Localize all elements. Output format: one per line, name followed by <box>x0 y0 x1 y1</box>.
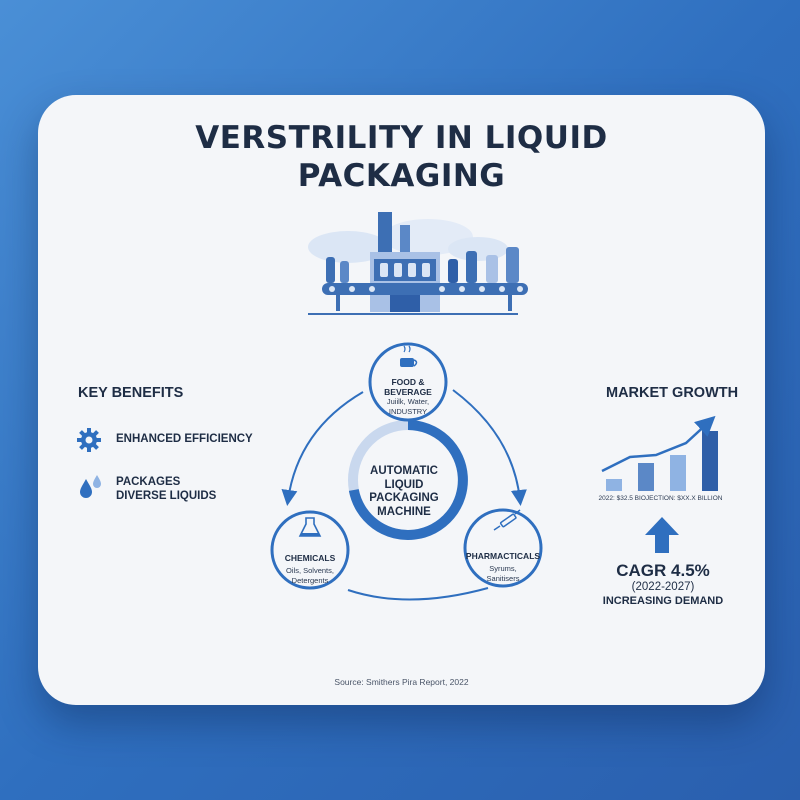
droplets-icon <box>80 475 101 498</box>
infographic-card: VERSTRILITY IN LIQUID PACKAGING KEY BENE… <box>38 95 765 705</box>
node-title: CHEMICALS <box>284 553 336 563</box>
benefit-packages-diverse-liquids: PACKAGES DIVERSE LIQUIDS <box>116 475 216 503</box>
hub-line-1: AUTOMATIC <box>370 465 438 477</box>
node-sub-2: Sanitisers <box>486 574 520 583</box>
up-arrow-icon <box>645 517 679 553</box>
factory-conveyor-illustration <box>308 212 528 315</box>
node-food-beverage <box>368 342 448 422</box>
node-title: FOOD & BEVERAGE <box>384 377 432 397</box>
flask-icon <box>298 517 322 537</box>
key-benefits-heading: KEY BENEFITS <box>78 385 184 401</box>
source-note: Source: Smithers Pira Report, 2022 <box>334 677 469 687</box>
node-pharmaceuticals-text: PHARMACTICALS Syrums, Sanitisers <box>455 551 551 584</box>
node-sub-2: INDUSTRY <box>388 407 428 416</box>
growth-bar-chart-icon <box>601 415 718 491</box>
cycle-arrow <box>281 391 364 506</box>
hub-line-3: PACKAGING <box>369 492 439 504</box>
growth-bar <box>670 455 686 491</box>
title-line-1: VERSTRILITY IN LIQUID <box>195 120 608 156</box>
node-chemicals-text: CHEMICALS Oils, Solvents, Detergents <box>272 553 348 586</box>
syringe-icon <box>493 509 521 531</box>
node-sub-1: Juiilk, Water, <box>386 397 430 406</box>
growth-bar <box>638 463 654 491</box>
gear-icon <box>77 428 101 452</box>
node-pharmaceuticals <box>463 508 543 588</box>
node-sub-2: Detergents <box>291 576 329 585</box>
coffee-cup-icon <box>400 345 418 367</box>
hub-ring-progress <box>348 420 468 540</box>
node-sub-1: Syrums, <box>489 564 517 573</box>
node-sub-1: Oils, Solvents, <box>286 566 334 575</box>
growth-bar <box>702 431 718 491</box>
increasing-demand: INCREASING DEMAND <box>602 595 724 607</box>
trend-arrow <box>601 415 716 473</box>
node-title: PHARMACTICALS <box>465 551 541 561</box>
cycle-diagram <box>270 342 543 601</box>
benefit-enhanced-efficiency: ENHANCED EFFICIENCY <box>116 433 253 445</box>
node-chemicals <box>270 510 350 590</box>
node-food-beverage-text: FOOD & BEVERAGE Juiilk, Water, INDUSTRY <box>368 377 448 417</box>
hub-label: AUTOMATIC LIQUID PACKAGING MACHINE <box>356 465 452 519</box>
hub-line-2: LIQUID <box>384 478 424 491</box>
cagr-years: (2022-2027) <box>631 581 695 593</box>
market-growth-heading: MARKET GROWTH <box>606 385 739 401</box>
projection-text: 2022: $32.5 BIOJECTION: $XX.X BILLION <box>598 495 723 502</box>
cagr-value: CAGR 4.5% <box>616 561 710 580</box>
cycle-arrow <box>347 587 489 601</box>
title-line-2: PACKAGING <box>297 158 506 194</box>
hub-line-4: MACHINE <box>377 505 431 518</box>
growth-bar <box>606 479 622 491</box>
benefit-line-2: DIVERSE LIQUIDS <box>116 490 217 502</box>
benefit-line-1: PACKAGES <box>116 476 181 488</box>
cycle-arrow <box>452 389 527 506</box>
